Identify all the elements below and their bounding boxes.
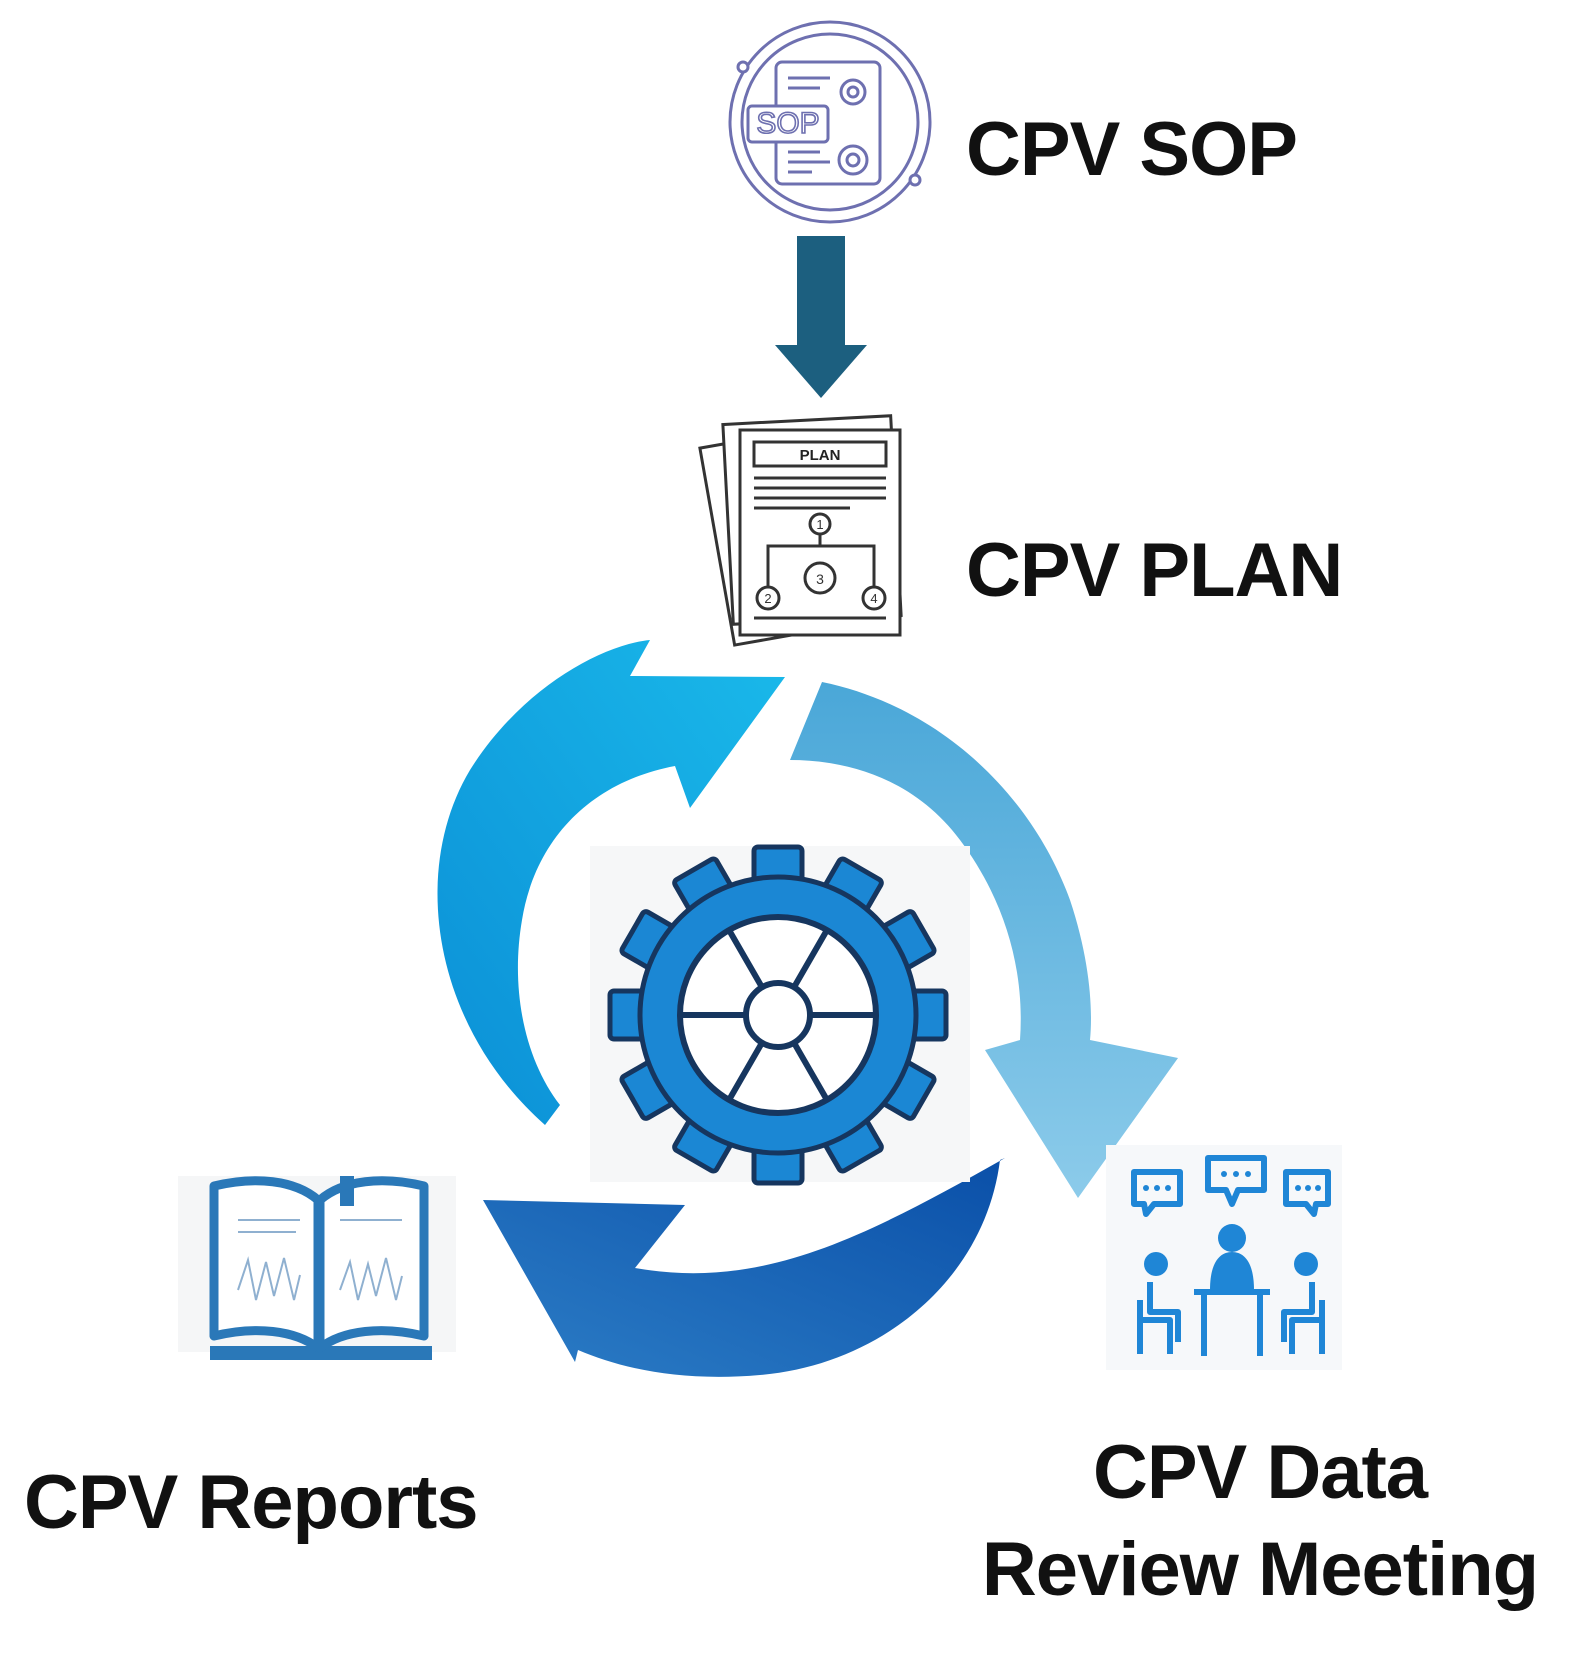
cycle-arrow-top-left — [437, 640, 785, 1125]
label-cpv-reports: CPV Reports — [24, 1460, 479, 1545]
label-meeting-line2: Review Meeting — [981, 1526, 1539, 1612]
sop-icon-text: SOP — [756, 107, 819, 140]
plan-icon-text: PLAN — [800, 447, 841, 464]
label-cpv-sop: CPV SOP — [966, 107, 1298, 192]
plan-node-4: 4 — [870, 591, 877, 606]
cycle-arrow-right — [790, 682, 1178, 1198]
label-cpv-plan: CPV PLAN — [966, 528, 1343, 613]
plan-document-icon: PLAN 1 3 2 4 — [698, 414, 903, 647]
gear-icon — [590, 844, 970, 1186]
meeting-icon — [1106, 1145, 1342, 1370]
plan-node-3: 3 — [816, 571, 824, 587]
label-meeting-line1: CPV Data — [1092, 1430, 1428, 1515]
sop-icon: SOP — [728, 20, 932, 224]
label-cpv-data-review-meeting: CPV Data Review Meeting — [950, 1425, 1570, 1618]
cycle-arrow-bottom — [483, 1158, 1005, 1377]
plan-node-2: 2 — [764, 591, 771, 606]
reports-book-icon — [178, 1176, 456, 1360]
plan-node-1: 1 — [816, 517, 823, 532]
down-arrow-icon — [775, 236, 867, 398]
